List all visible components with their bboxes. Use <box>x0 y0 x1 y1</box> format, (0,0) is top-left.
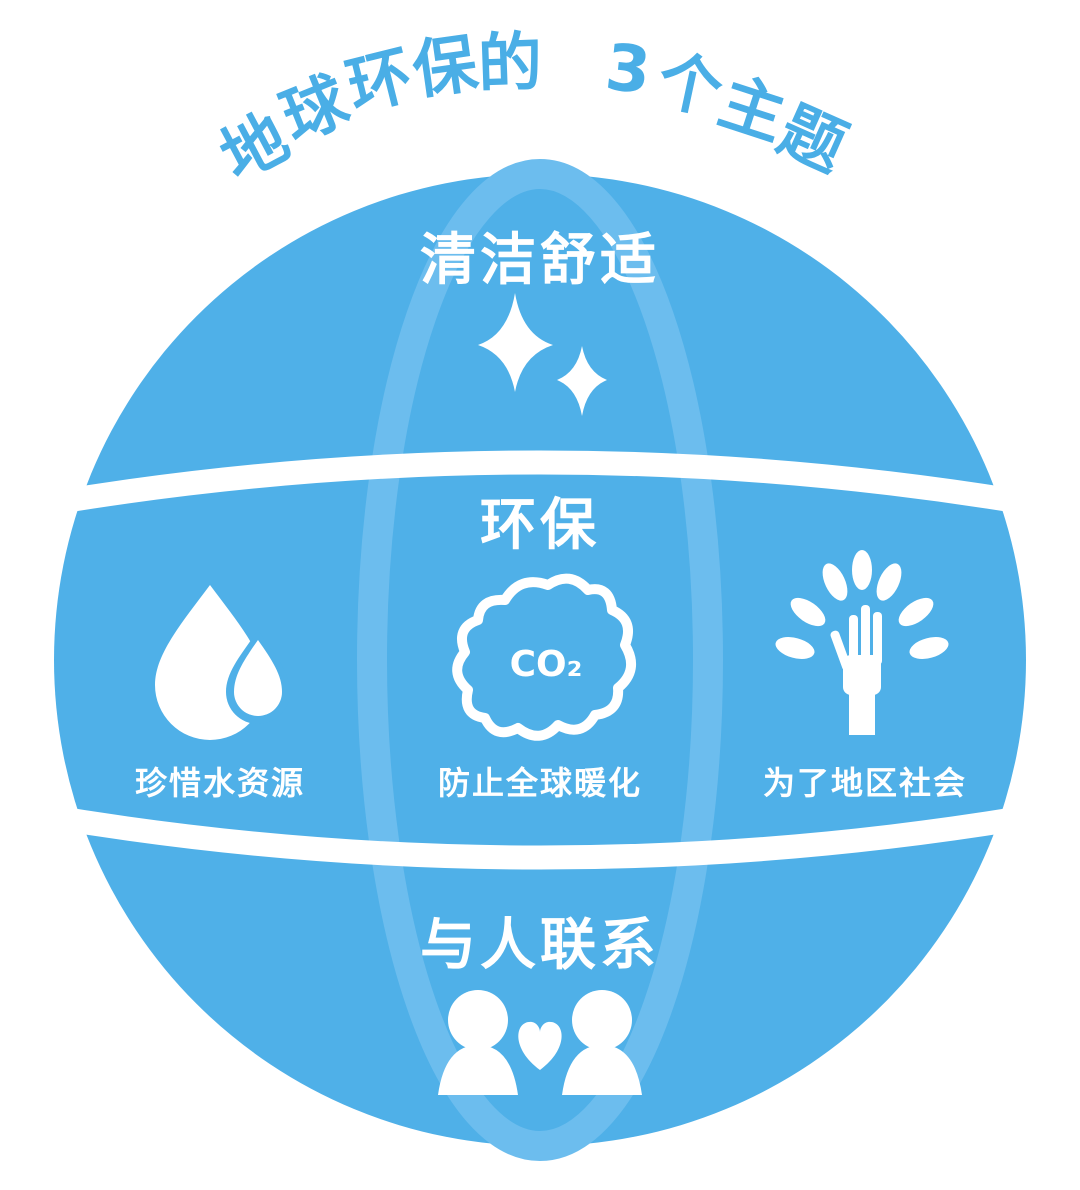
title-char: 保 <box>408 26 482 110</box>
sparkle-icon <box>478 293 607 416</box>
globe-circle <box>54 174 1026 1146</box>
tree-hand-icon <box>775 550 949 735</box>
bottom-heading: 与人联系 <box>420 913 660 978</box>
lower-divider <box>37 803 1043 870</box>
meridian-band <box>357 159 723 1161</box>
middle-heading: 环保 <box>480 493 600 558</box>
co2-cloud-icon: CO₂ <box>452 573 637 741</box>
water-drop-icon <box>155 585 290 740</box>
title-char: 的 <box>476 25 544 103</box>
upper-divider <box>37 450 1043 517</box>
top-heading: 清洁舒适 <box>420 228 660 293</box>
community-label: 为了地区社会 <box>762 764 967 802</box>
co2-label: CO₂ <box>510 644 583 685</box>
people-heart-icon <box>438 990 642 1095</box>
warming-label: 防止全球暖化 <box>437 764 642 802</box>
water-label: 珍惜水资源 <box>134 764 305 802</box>
